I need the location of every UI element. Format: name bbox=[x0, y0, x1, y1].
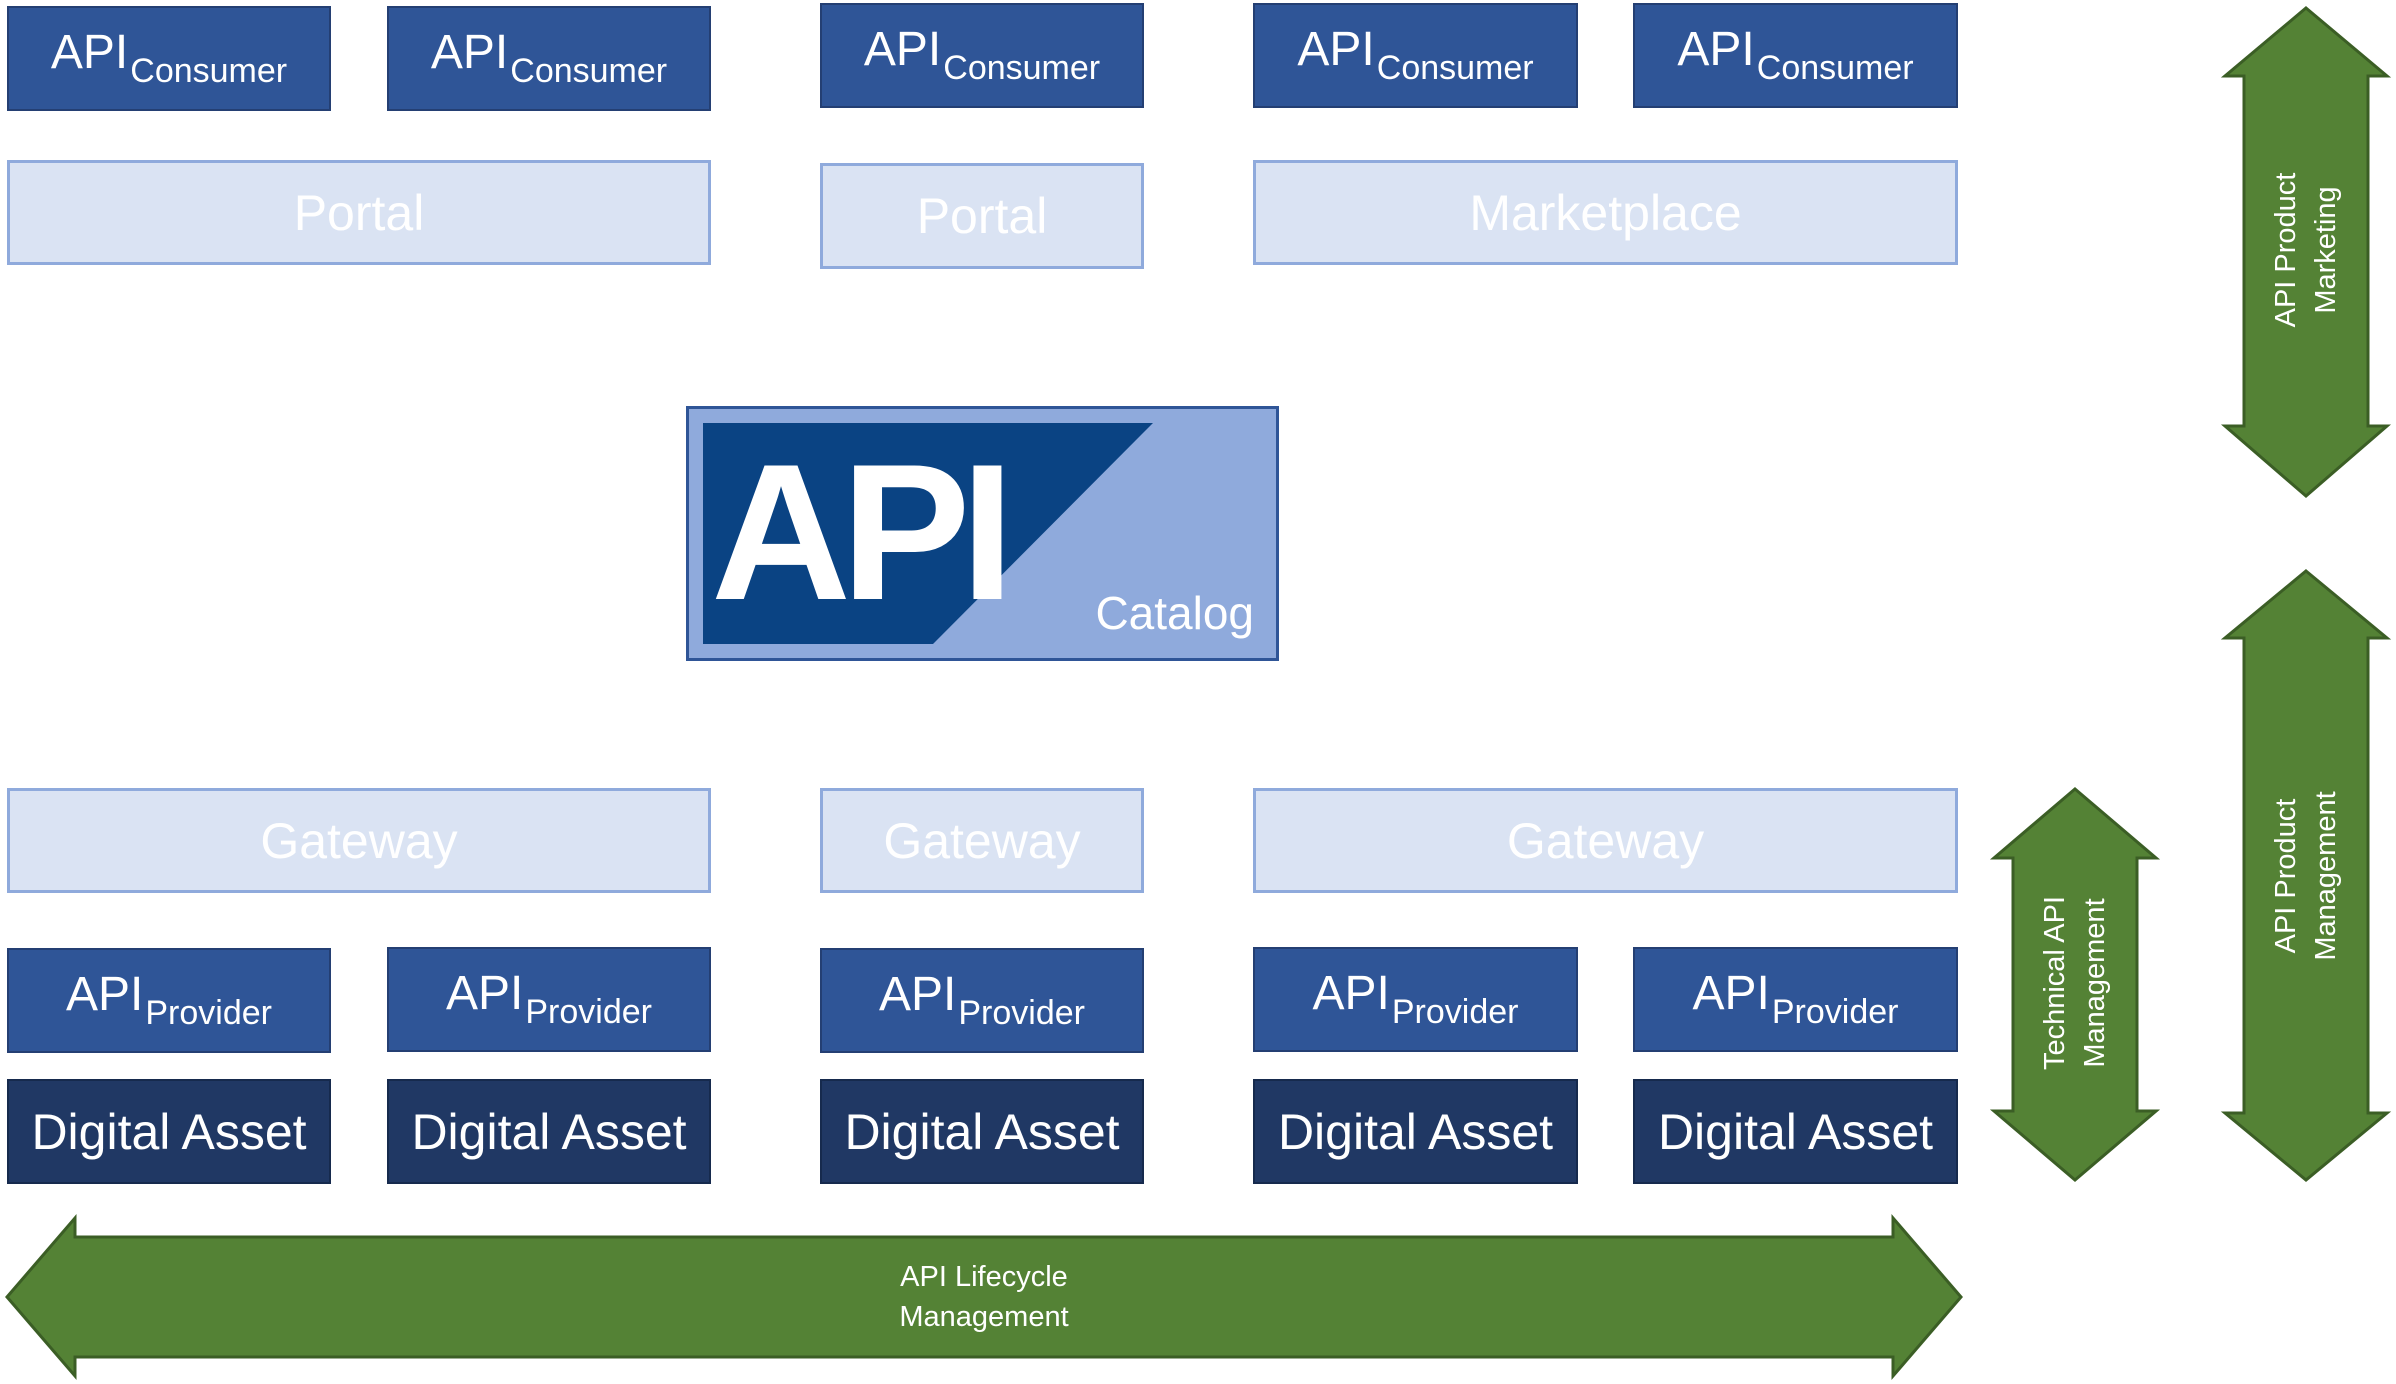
digital-asset-label: Digital Asset bbox=[411, 1103, 687, 1160]
api-logo-panel bbox=[703, 423, 1153, 644]
api-consumer-box: APIConsumer bbox=[7, 6, 331, 111]
product-marketing-label: API Product Marketing bbox=[2270, 172, 2342, 328]
lifecycle-arrow-label: API Lifecycle Management bbox=[899, 1261, 1069, 1333]
api-provider-label: APIProvider bbox=[1312, 967, 1519, 1031]
api-consumer-box: APIConsumer bbox=[820, 3, 1144, 108]
product-management-label: API Product Management bbox=[2270, 791, 2342, 961]
api-provider-label: APIProvider bbox=[879, 968, 1085, 1032]
api-consumer-label: APIConsumer bbox=[430, 26, 668, 90]
gateway-box: Gateway bbox=[1253, 788, 1958, 893]
api-catalog: API Catalog bbox=[686, 406, 1279, 661]
gateway-label: Gateway bbox=[260, 812, 458, 869]
api-logo: API bbox=[703, 423, 1153, 644]
catalog-label: Catalog bbox=[1095, 587, 1254, 639]
api-consumer-box: APIConsumer bbox=[387, 6, 711, 111]
api-provider-box: APIProvider bbox=[1633, 947, 1958, 1052]
gateway-box: Gateway bbox=[7, 788, 711, 893]
technical-management-label: Technical API Management bbox=[2039, 895, 2111, 1071]
digital-asset-label: Digital Asset bbox=[1657, 1103, 1934, 1160]
api-consumer-label: APIConsumer bbox=[1297, 23, 1534, 87]
digital-asset-label: Digital Asset bbox=[1277, 1103, 1554, 1160]
digital-asset-box: Digital Asset bbox=[820, 1079, 1144, 1184]
technical-management-double-arrow bbox=[1989, 787, 2161, 1182]
gateway-label: Gateway bbox=[1506, 812, 1705, 869]
api-logo-text: API bbox=[711, 424, 1004, 641]
api-provider-box: APIProvider bbox=[1253, 947, 1578, 1052]
api-consumer-box: APIConsumer bbox=[1633, 3, 1958, 108]
marketplace-box: Marketplace bbox=[1253, 160, 1958, 265]
product-marketing-double-arrow bbox=[2220, 6, 2392, 498]
digital-asset-box: Digital Asset bbox=[7, 1079, 331, 1184]
gateway-label: Gateway bbox=[883, 812, 1081, 869]
digital-asset-box: Digital Asset bbox=[1253, 1079, 1578, 1184]
api-consumer-label: APIConsumer bbox=[1677, 23, 1914, 87]
digital-asset-box: Digital Asset bbox=[387, 1079, 711, 1184]
digital-asset-box: Digital Asset bbox=[1633, 1079, 1958, 1184]
portal-label: Portal bbox=[293, 184, 425, 241]
marketplace-label: Marketplace bbox=[1469, 184, 1742, 241]
api-provider-label: APIProvider bbox=[1692, 967, 1899, 1031]
product-management-double-arrow bbox=[2220, 569, 2392, 1182]
portal-label: Portal bbox=[916, 188, 1048, 244]
api-provider-box: APIProvider bbox=[387, 947, 711, 1052]
api-provider-box: APIProvider bbox=[820, 948, 1144, 1053]
api-provider-label: APIProvider bbox=[66, 968, 272, 1032]
lifecycle-double-arrow bbox=[5, 1213, 1963, 1381]
api-provider-box: APIProvider bbox=[7, 948, 331, 1053]
api-consumer-label: APIConsumer bbox=[863, 23, 1101, 87]
portal-box: Portal bbox=[7, 160, 711, 265]
api-provider-label: APIProvider bbox=[446, 967, 652, 1031]
api-consumer-box: APIConsumer bbox=[1253, 3, 1578, 108]
digital-asset-label: Digital Asset bbox=[844, 1103, 1120, 1160]
digital-asset-label: Digital Asset bbox=[31, 1103, 307, 1160]
portal-box: Portal bbox=[820, 163, 1144, 269]
api-consumer-label: APIConsumer bbox=[50, 26, 288, 90]
gateway-box: Gateway bbox=[820, 788, 1144, 893]
